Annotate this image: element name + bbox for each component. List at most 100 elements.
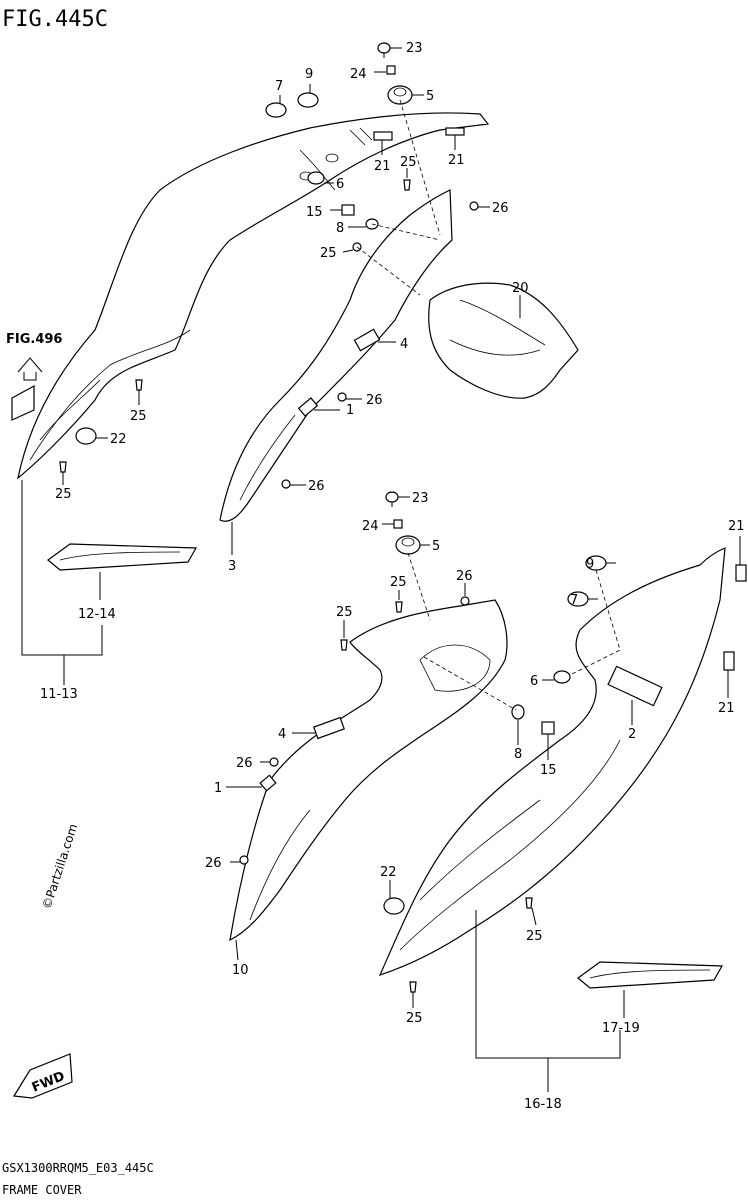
callout-25a: 25 [400,155,417,170]
callout-6b: 6 [530,674,538,689]
cushion-22b[interactable] [383,897,405,915]
callout-24b: 24 [362,519,379,534]
clip-25f[interactable] [340,639,348,651]
clip-25e[interactable] [395,601,403,613]
callout-22b: 22 [380,865,397,880]
callout-26b: 26 [366,393,383,408]
callout-9b: 9 [586,557,594,572]
callout-11-13: 11-13 [40,687,78,702]
callout-labels: 23 24 5 7 9 21 21 25 6 15 26 8 25 20 4 2… [40,41,745,1112]
callout-23b: 23 [412,491,429,506]
callout-7b: 7 [570,593,578,608]
emblem-12-14[interactable] [47,543,198,600]
cushion-5b[interactable] [395,535,421,555]
callout-25d: 25 [55,487,72,502]
reference-tag-part [11,384,35,421]
callout-21c: 21 [728,519,745,534]
inner-panel-part-20[interactable] [428,282,579,399]
collar-24a[interactable] [386,65,396,75]
callout-26a: 26 [492,201,509,216]
clip-25h[interactable] [409,981,417,993]
callout-21b: 21 [448,153,465,168]
callout-12-14: 12-14 [78,607,116,622]
diagram-code: GSX1300RRQM5_E03_445C [2,1161,154,1175]
tape-21b[interactable] [445,127,465,136]
cushion-6b[interactable] [553,670,571,684]
callout-1b: 1 [214,781,222,796]
screw-15b[interactable] [541,721,555,735]
callout-7a: 7 [275,79,283,94]
clip-25a[interactable] [403,179,411,191]
tape-2[interactable] [607,665,663,707]
callout-26d: 26 [456,569,473,584]
callout-25f: 25 [336,605,353,620]
callout-6a: 6 [336,177,344,192]
callout-21a: 21 [374,159,391,174]
middle-frame-cover-part-3[interactable] [219,189,453,522]
callout-2: 2 [628,727,636,742]
fig-496-reference[interactable]: FIG.496 [6,332,62,421]
callout-15a: 15 [306,205,323,220]
tape-4a[interactable] [353,328,381,352]
tape-1b[interactable] [259,774,277,792]
fig-496-label: FIG.496 [6,332,62,347]
callout-25c: 25 [130,409,147,424]
screw-26d[interactable] [460,596,470,606]
callout-9a: 9 [305,67,313,82]
screw-26a[interactable] [469,201,479,211]
clip-25g[interactable] [525,897,533,909]
leader-lines-upper [21,47,521,685]
cushion-5a[interactable] [387,85,413,105]
callout-1a: 1 [346,403,354,418]
callout-25h: 25 [406,1011,423,1026]
diagram-name: FRAME COVER [2,1183,82,1197]
figure-title: FIG.445C [2,7,108,32]
callout-21d: 21 [718,701,735,716]
tape-21d[interactable] [723,651,735,671]
leader-lines-lower [226,496,741,1092]
callout-4b: 4 [278,727,286,742]
callout-10: 10 [232,963,249,978]
screw-15a[interactable] [341,204,355,216]
right-frame-cover-part-16-18[interactable] [378,547,726,976]
left-frame-cover-part[interactable] [17,112,490,480]
callout-22a: 22 [110,432,127,447]
callout-8b: 8 [514,747,522,762]
callout-16-18: 16-18 [524,1097,562,1112]
nut-8b[interactable] [511,704,525,720]
callout-3: 3 [228,559,236,574]
callout-17-19: 17-19 [602,1021,640,1036]
screw-26f[interactable] [239,855,249,865]
grommet-23a[interactable] [377,42,391,58]
callout-26e: 26 [236,756,253,771]
tape-21c[interactable] [735,564,747,582]
callout-15b: 15 [540,763,557,778]
cushion-22a[interactable] [75,427,97,445]
watermark: ©Partzilla.com [40,822,81,911]
callout-25e: 25 [390,575,407,590]
grommet-23b[interactable] [385,491,399,507]
cushion-9a[interactable] [297,92,319,108]
callout-20: 20 [512,281,529,296]
callout-5a: 5 [426,89,434,104]
callout-24a: 24 [350,67,367,82]
screw-26c[interactable] [281,479,291,489]
clip-25d[interactable] [59,461,67,473]
callout-8a: 8 [336,221,344,236]
callout-4a: 4 [400,337,408,352]
callout-23a: 23 [406,41,423,56]
collar-24b[interactable] [393,519,403,529]
cushion-7a[interactable] [265,102,287,118]
inner-cover-part-10[interactable] [229,599,508,942]
cushion-6a[interactable] [307,171,325,185]
clip-25c[interactable] [135,379,143,391]
up-arrow-icon [17,357,43,381]
callout-26f: 26 [205,856,222,871]
tape-21a[interactable] [373,131,393,141]
screw-26b[interactable] [337,392,347,402]
emblem-17-19[interactable] [577,961,724,1018]
screw-26e[interactable] [269,757,279,767]
callout-25b: 25 [320,246,337,261]
fwd-arrow-icon [12,1053,73,1099]
